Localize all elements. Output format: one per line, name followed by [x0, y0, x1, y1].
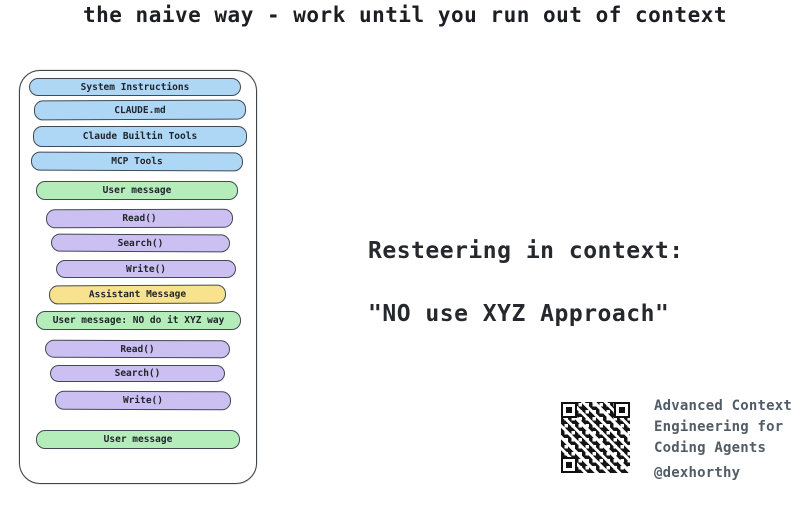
stack-bar: Search(): [50, 233, 231, 253]
author-handle: @dexhorthy: [654, 465, 741, 481]
stack-bar-label: User message: [102, 185, 172, 196]
stack-bar: Assistant Message: [48, 284, 227, 305]
annotation-line-2: "NO use XYZ Approach": [368, 301, 670, 327]
stack-bar-label: Claude Builtin Tools: [82, 131, 198, 142]
stack-bar: MCP Tools: [30, 151, 244, 172]
stack-bar-label: System Instructions: [80, 81, 190, 93]
stack-bar: Read(): [45, 208, 234, 229]
stack-bar-label: MCP Tools: [111, 155, 163, 168]
stack-bar-label: Search(): [117, 237, 164, 249]
stack-bar-label: Assistant Message: [88, 288, 187, 301]
qr-finder-top-left: [561, 402, 577, 418]
stack-bar-label: User message: NO do it XYZ way: [52, 315, 225, 326]
stack-bar: Search(): [50, 365, 225, 382]
credit-line-2: Engineering for: [654, 419, 784, 435]
stack-bar-label: Write(): [125, 263, 167, 275]
stack-bar-label: Search(): [114, 368, 161, 379]
stack-bar: Read(): [44, 339, 231, 359]
stack-bar-label: Read(): [122, 212, 157, 225]
annotation-line-1: Resteering in context:: [368, 238, 684, 264]
stack-bar: System Instructions: [29, 78, 241, 96]
stack-bar: User message: [36, 430, 240, 449]
credit-line-3: Coding Agents: [654, 440, 767, 456]
qr-code-icon: [559, 400, 632, 475]
stack-bar-label: User message: [103, 434, 173, 445]
stack-bar: User message: NO do it XYZ way: [36, 311, 241, 330]
stack-bar: CLAUDE.md: [33, 99, 247, 121]
qr-finder-top-right: [614, 402, 630, 418]
stack-bar: Write(): [54, 390, 232, 411]
stack-bar: Claude Builtin Tools: [33, 126, 247, 147]
page-title: the naive way - work until you run out o…: [82, 3, 727, 27]
stack-bar-label: CLAUDE.md: [114, 104, 166, 116]
credit-line-1: Advanced Context: [654, 398, 793, 414]
stack-bar-label: Write(): [122, 394, 164, 407]
stack-bar: User message: [36, 181, 238, 200]
qr-finder-bottom-left: [561, 457, 577, 473]
stack-bar-label: Read(): [120, 343, 155, 355]
stack-bar: Write(): [56, 260, 236, 278]
